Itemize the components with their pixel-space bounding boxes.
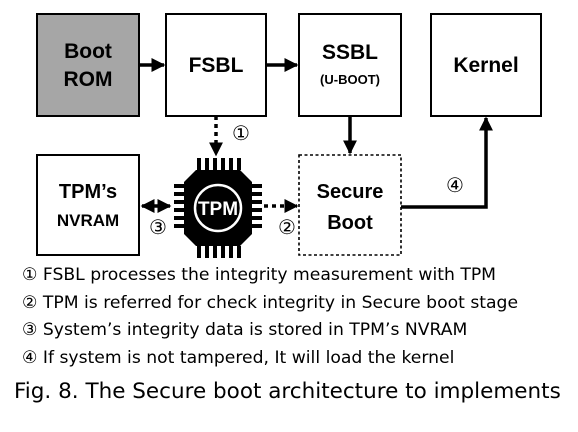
kernel-box — [430, 13, 542, 117]
tpm-nvram-label-line2: NVRAM — [57, 211, 119, 230]
secure-boot-label-line2: Boot — [327, 212, 373, 234]
tpm-nvram-box — [36, 154, 140, 256]
marker-3: ③ — [149, 215, 167, 239]
arrow-secure-boot-to-kernel — [401, 116, 493, 209]
marker-2: ② — [278, 215, 296, 239]
boot-rom-label-line1: Boot — [64, 40, 112, 63]
tpm-label: TPM — [198, 199, 238, 220]
legend-item-4: ④ If system is not tampered, It will loa… — [22, 347, 455, 368]
ssbl-label: SSBL — [322, 41, 378, 64]
tpm-nvram-label-line1: TPM’s — [59, 181, 117, 203]
figure-caption: Fig. 8. The Secure boot architecture to … — [14, 379, 561, 404]
legend: ① FSBL processes the integrity measureme… — [22, 262, 572, 372]
ssbl-sublabel: (U-BOOT) — [320, 72, 380, 87]
legend-item-1: ① FSBL processes the integrity measureme… — [22, 265, 497, 285]
marker-1: ① — [232, 121, 250, 145]
legend-item-2: ② TPM is referred for check integrity in… — [22, 292, 519, 313]
secure-boot-label-line1: Secure — [317, 181, 384, 203]
legend-item-3: ③ System’s integrity data is stored in T… — [22, 320, 468, 340]
ssbl-box — [298, 13, 402, 117]
secure-boot-box — [298, 154, 402, 256]
boot-rom-label-line2: ROM — [64, 68, 113, 91]
tpm-chip-icon: TPM — [174, 158, 262, 258]
marker-4: ④ — [446, 173, 464, 197]
fsbl-label: FSBL — [189, 54, 244, 77]
kernel-label: Kernel — [453, 54, 518, 77]
boot-rom-box — [36, 13, 140, 117]
